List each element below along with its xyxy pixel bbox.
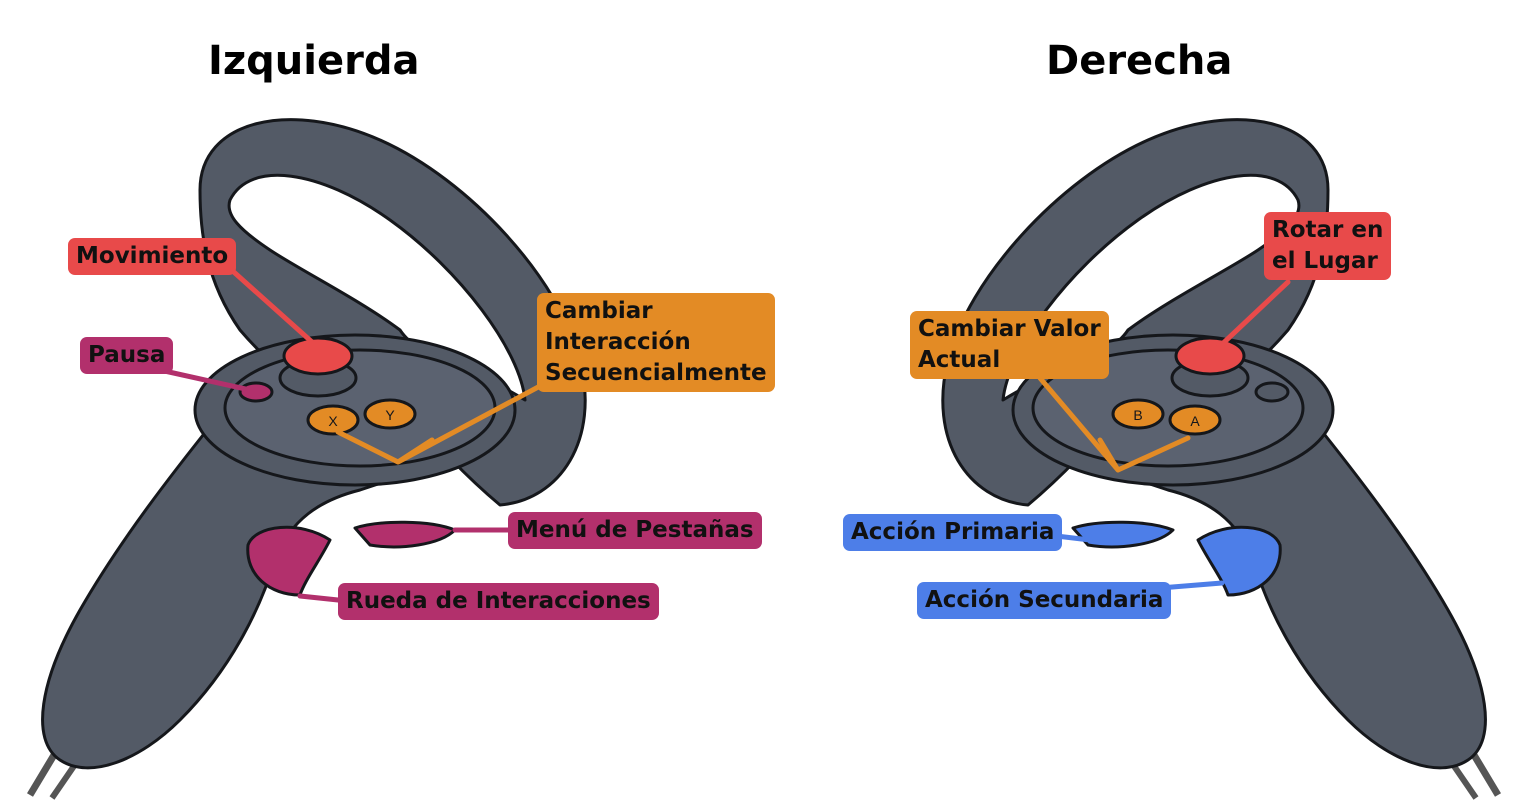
label-movimiento: Movimiento	[68, 238, 237, 275]
line-cambiar-interaccion	[335, 382, 545, 465]
line-rueda	[297, 593, 341, 603]
right-grip-button	[1196, 525, 1282, 597]
right-system-button	[1254, 381, 1290, 403]
right-trigger	[1071, 520, 1175, 549]
label-cambiar-interaccion: Cambiar Interacción Secuencialmente	[537, 293, 775, 392]
a-button	[1168, 404, 1222, 436]
x-button-glyph: X	[328, 413, 338, 429]
title-left: Izquierda	[208, 38, 420, 84]
line-cambiar-valor	[1037, 375, 1191, 473]
title-right: Derecha	[1046, 38, 1233, 84]
right-face-buttons	[1111, 398, 1222, 436]
right-controller	[941, 118, 1502, 800]
left-faceplate-inner	[223, 348, 497, 468]
label-accion-primaria: Acción Primaria	[843, 514, 1063, 551]
left-stick-cap	[282, 336, 354, 376]
label-pausa: Pausa	[80, 337, 174, 374]
label-cambiar-valor: Cambiar Valor Actual	[910, 311, 1109, 379]
label-menu-pestanas: Menú de Pestañas	[508, 512, 762, 549]
y-button-glyph: Y	[385, 407, 395, 423]
left-face-buttons	[306, 398, 417, 436]
line-pausa	[157, 367, 253, 393]
label-accion-secundaria: Acción Secundaria	[917, 582, 1172, 619]
b-button	[1111, 398, 1165, 430]
left-grip-button	[246, 525, 332, 597]
y-button	[363, 398, 417, 430]
right-thumbstick	[1170, 336, 1250, 398]
left-trigger	[353, 520, 457, 549]
b-button-glyph: B	[1133, 407, 1142, 423]
line-movimiento	[223, 262, 315, 345]
label-rotar: Rotar en el Lugar	[1264, 212, 1392, 280]
left-thumbstick	[278, 336, 358, 398]
x-button	[306, 404, 360, 436]
left-controller	[26, 118, 587, 800]
right-stick-cap	[1174, 336, 1246, 376]
label-rueda: Rueda de Interacciones	[338, 583, 659, 620]
line-rotar	[1215, 279, 1291, 351]
left-menu-button	[238, 381, 274, 403]
a-button-glyph: A	[1190, 413, 1200, 429]
